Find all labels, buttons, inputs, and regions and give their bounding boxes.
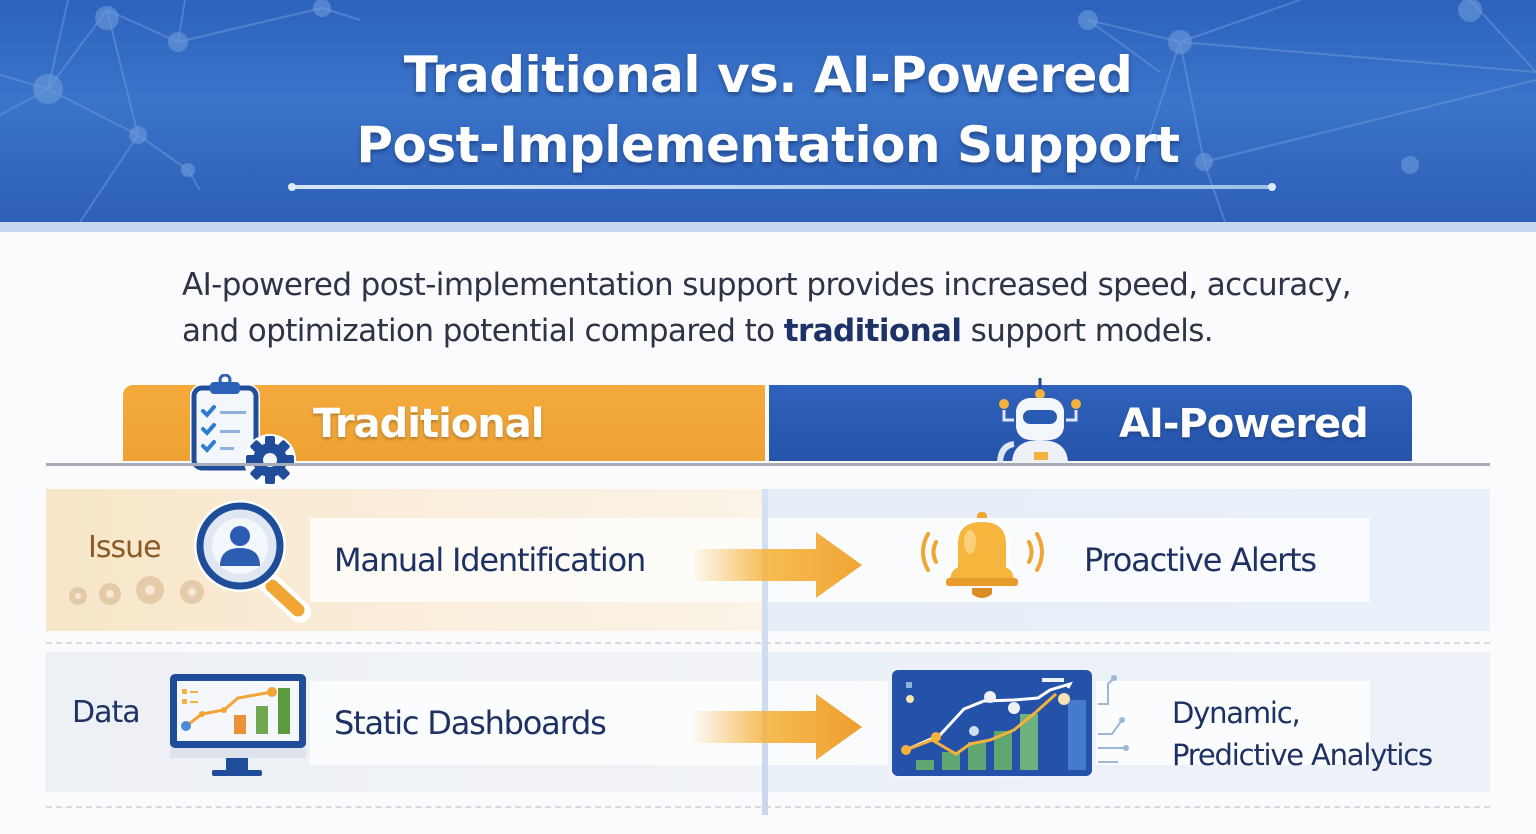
title-underline: [288, 183, 1276, 191]
robot-icon: [997, 378, 1081, 464]
row-issue-traditional: [46, 489, 762, 631]
ai-data-text-line1: Dynamic,: [1172, 696, 1301, 730]
network-decoration-icon: [0, 0, 1536, 222]
header-divider: [46, 463, 1490, 466]
traditional-data-text: Static Dashboards: [334, 704, 607, 742]
intro-emphasis: traditional: [783, 313, 962, 349]
arrow-right-icon: [690, 694, 862, 760]
column-label-traditional: Traditional: [313, 401, 544, 447]
intro-line2: and optimization potential compared to t…: [182, 308, 1382, 354]
gears-icon: [69, 576, 204, 605]
intro-line2-end: support models.: [961, 313, 1214, 349]
monitor-chart-icon: [170, 674, 306, 776]
row-band: [310, 518, 762, 602]
row-divider: [46, 806, 1490, 808]
row-band: [766, 518, 1370, 602]
header-banner: Traditional vs. AI-Powered Post-Implemen…: [0, 0, 1536, 222]
column-label-ai: AI-Powered: [1119, 401, 1369, 447]
magnifier-person-icon: [194, 500, 311, 623]
page-title-line1: Traditional vs. AI-Powered: [403, 46, 1133, 104]
ai-issue-text: Proactive Alerts: [1084, 541, 1317, 579]
arrow-right-icon: [690, 532, 862, 598]
column-header-ai: AI-Powered: [769, 385, 1412, 461]
ai-data-text: Dynamic, Predictive Analytics: [1172, 692, 1433, 776]
clipboard-gear-icon: [190, 374, 296, 486]
banner-strip: [0, 222, 1536, 232]
row-divider: [46, 642, 1490, 644]
row-data-traditional: [46, 652, 762, 792]
intro-line2-start: and optimization potential compared to: [182, 313, 784, 349]
page-title-line2: Post-Implementation Support: [356, 116, 1180, 174]
traditional-issue-text: Manual Identification: [334, 541, 646, 579]
column-divider: [762, 489, 768, 815]
ai-data-text-line2: Predictive Analytics: [1172, 738, 1433, 772]
intro-line1: AI-powered post-implementation support p…: [182, 267, 1352, 303]
row-band: [310, 681, 762, 765]
analytics-dashboard-icon: [888, 666, 1129, 780]
row-issue-ai: [766, 489, 1490, 631]
bell-icon: [921, 512, 1044, 598]
row-category-data: Data: [72, 695, 141, 730]
row-category-issue: Issue: [88, 530, 162, 565]
intro-text: AI-powered post-implementation support p…: [182, 262, 1382, 354]
